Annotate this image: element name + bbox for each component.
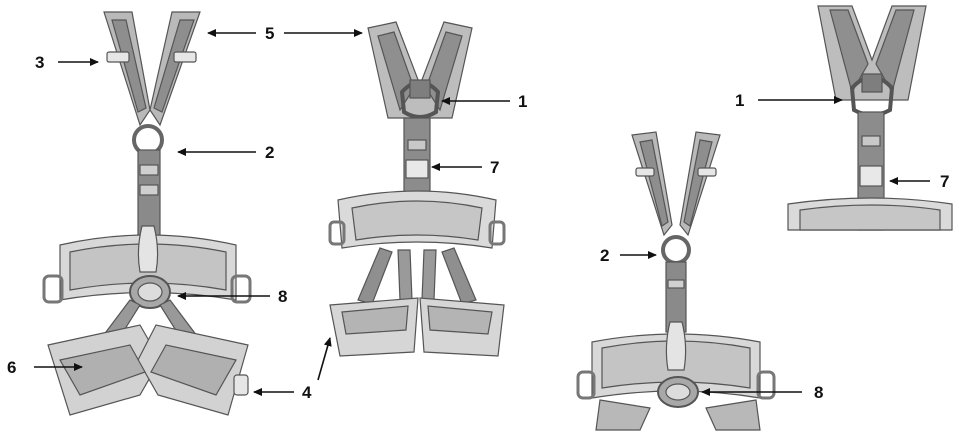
callout-8-front: 8 — [278, 288, 287, 305]
harness-back-detail-view — [788, 6, 952, 230]
harness-back-view — [330, 22, 504, 356]
callout-8-detail: 8 — [814, 384, 823, 401]
callout-2-detail: 2 — [600, 247, 609, 264]
callout-7-detail: 7 — [940, 173, 949, 190]
callout-4: 4 — [302, 384, 311, 401]
harness-front-view — [44, 12, 250, 415]
callout-6: 6 — [7, 359, 16, 376]
callout-5: 5 — [265, 25, 274, 42]
callout-1-back: 1 — [518, 93, 527, 110]
callout-3: 3 — [35, 54, 44, 71]
callout-2-front: 2 — [265, 144, 274, 161]
callout-1-detail: 1 — [735, 92, 744, 109]
callout-7-back: 7 — [490, 159, 499, 176]
harness-front-detail-view — [578, 132, 774, 430]
arrow-4-up — [318, 338, 330, 380]
